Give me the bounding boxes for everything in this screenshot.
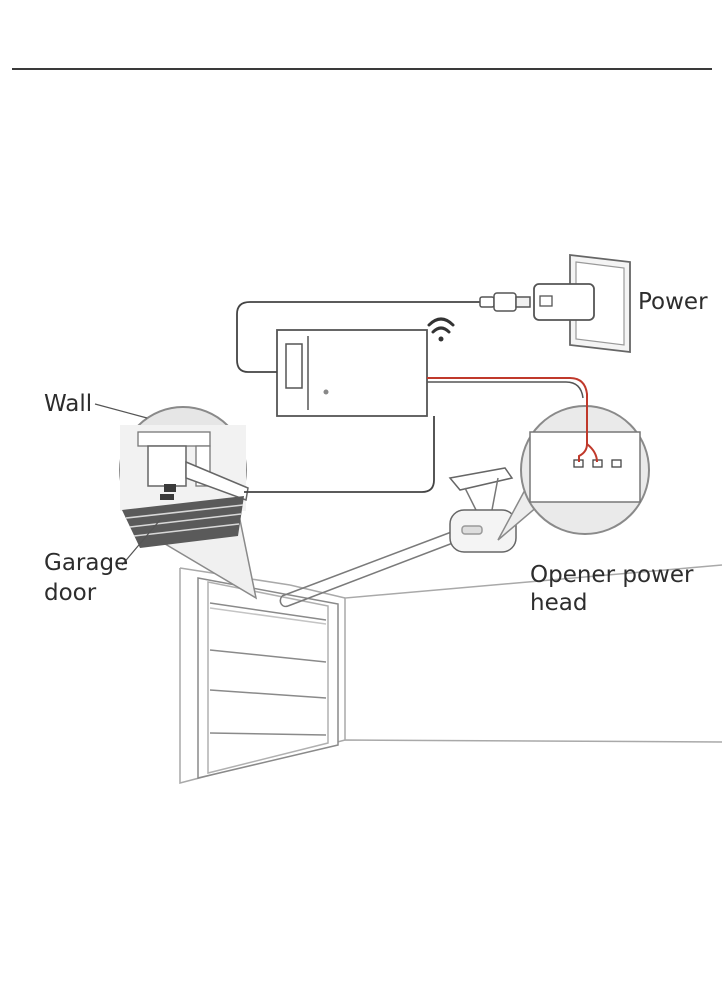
opener-rail: [279, 527, 467, 608]
opener-power-head: [448, 467, 517, 553]
red-wire: [427, 377, 598, 463]
wall-button-zoom: [119, 406, 258, 600]
wall-button-cable: [244, 416, 435, 493]
opener-terminal-zoom: [497, 405, 650, 541]
usb-cable: [236, 301, 480, 373]
label-opener-line2: head: [530, 590, 587, 616]
wall-leader-line: [94, 403, 148, 419]
label-garage-door-line1: Garage: [44, 550, 128, 576]
label-opener-line1: Opener power: [530, 562, 694, 588]
garage-door-leader-line: [121, 519, 161, 566]
label-garage-door-line2: door: [44, 580, 97, 606]
label-wall: Wall: [44, 391, 92, 417]
usb-plug-icon: [479, 292, 531, 312]
garage-door: [197, 577, 339, 779]
wall-section: [120, 425, 249, 511]
wifi-icon: [427, 317, 455, 342]
status-led: [323, 389, 329, 395]
terminal-3: [611, 459, 622, 468]
label-power: Power: [638, 289, 708, 315]
wifi-controller: [276, 329, 428, 417]
power-adapter-icon: [533, 253, 631, 354]
garage-door-section: [122, 496, 244, 548]
